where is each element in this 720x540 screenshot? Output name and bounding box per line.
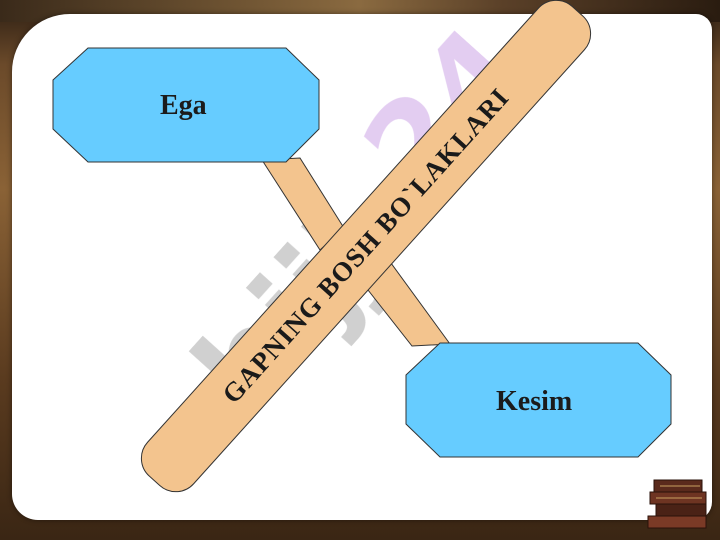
- label-ega: Ega: [160, 90, 207, 121]
- label-kesim: Kesim: [496, 386, 573, 417]
- books-icon: [647, 479, 707, 529]
- banner-shape: [140, 0, 592, 493]
- box-kesim: [405, 342, 672, 458]
- box-ega: [52, 47, 320, 163]
